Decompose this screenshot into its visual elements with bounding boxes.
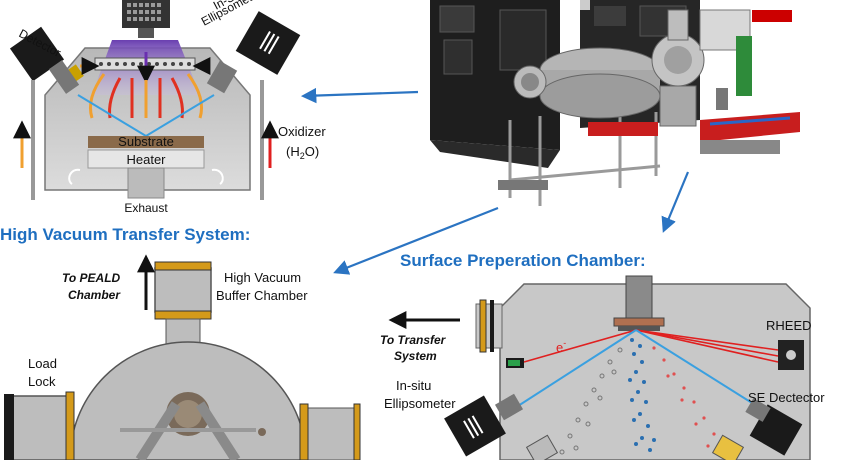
surface-prep: Surface Preperation Chamber: To Transfer… (380, 251, 825, 460)
rheed-label: RHEED (766, 318, 812, 333)
se-detector-label: SE Dectector (748, 390, 825, 405)
to-peald-label-2: Chamber (68, 288, 121, 302)
loadlock-label-1: Load (28, 356, 57, 371)
surface-ellipsometer-beam (517, 329, 761, 409)
exhaust-label: Exhaust (124, 201, 168, 215)
showerhead-holes (99, 62, 191, 66)
to-transfer-label-2: System (394, 349, 437, 363)
to-transfer-label-1: To Transfer (380, 333, 447, 347)
arrow-to-peald (300, 87, 419, 104)
peald-ellipsometer-beam (77, 94, 215, 137)
plasma-source-grid (127, 3, 161, 21)
sample-manipulator (625, 275, 653, 319)
transfer-title: High Vacuum Transfer System: (0, 225, 250, 244)
insitu-label-2: Ellipsometer (384, 396, 456, 411)
loadlock-label-2: Lock (28, 374, 56, 389)
buffer-chamber (154, 267, 212, 313)
load-lock (9, 395, 69, 460)
electron-label: e- (556, 338, 566, 355)
oxidizer-formula: (H2O) (286, 144, 319, 161)
exhaust-pipe (127, 167, 165, 199)
to-peald-label-1: To PEALD (62, 271, 121, 285)
particle-plume-center (628, 338, 656, 452)
surface-title: Surface Preperation Chamber: (400, 251, 646, 270)
buffer-label-2: Buffer Chamber (216, 288, 308, 303)
connector-arrows (300, 87, 690, 275)
particle-plume-left (559, 347, 623, 455)
arrow-to-surface (661, 171, 690, 233)
heater-label: Heater (126, 152, 166, 167)
peald-chamber: Substrate Heater Exhaust Detector In-Sit… (9, 0, 326, 215)
arrow-to-transfer (333, 206, 499, 275)
system-render (430, 0, 800, 206)
detector (9, 26, 84, 94)
substrate-label: Substrate (118, 134, 174, 149)
substrate (88, 136, 204, 148)
electron-beam (523, 329, 779, 363)
insitu-label-1: In-situ (396, 378, 431, 393)
peald-ellipsometer (206, 11, 301, 94)
surface-ellipsometer (444, 393, 524, 457)
se-detector (745, 398, 803, 456)
oxidizer-label: Oxidizer (278, 124, 326, 139)
transfer-system: High Vacuum Transfer System: High Vacuum… (0, 225, 361, 460)
buffer-label-1: High Vacuum (224, 270, 301, 285)
